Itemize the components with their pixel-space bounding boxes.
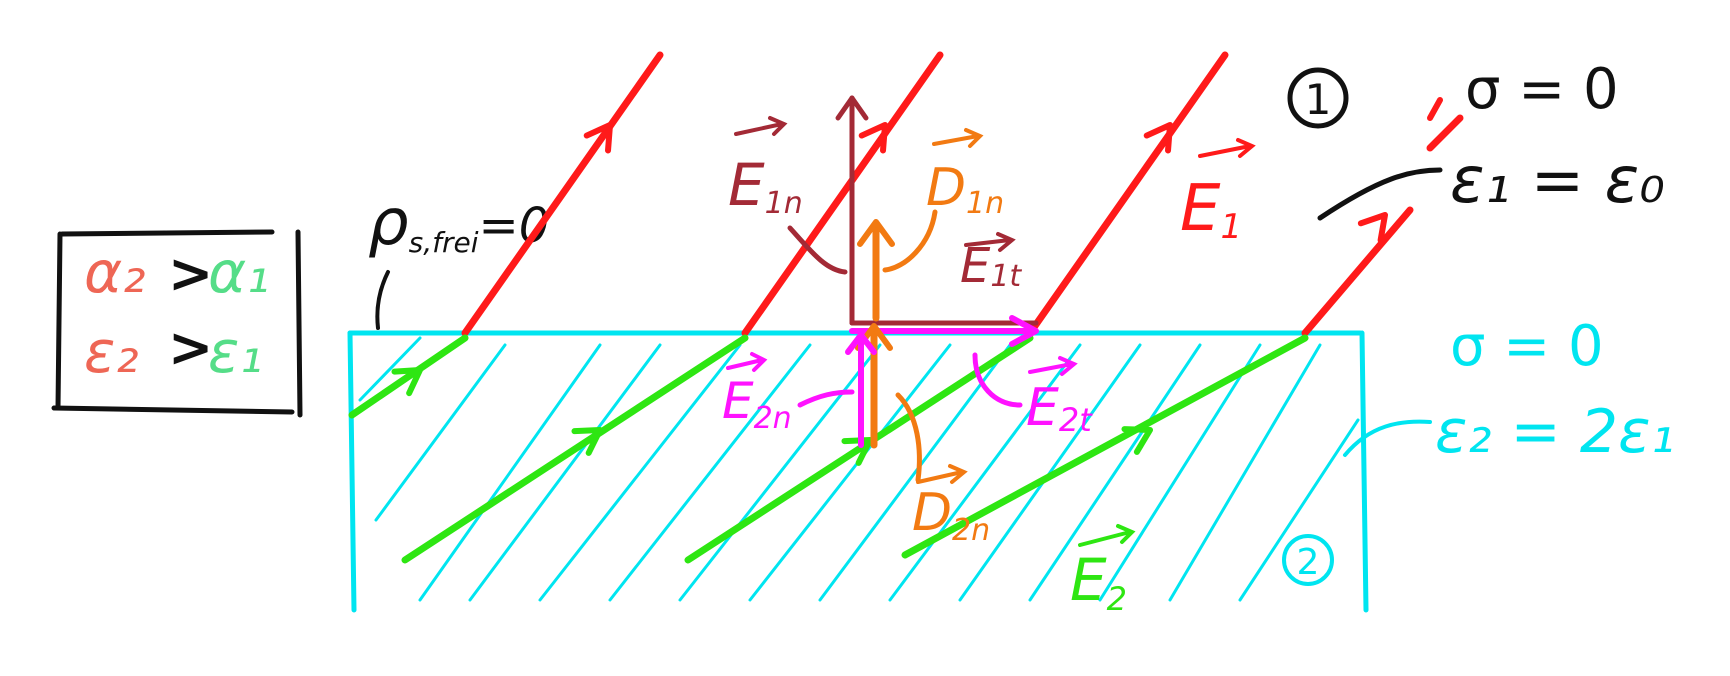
hatch-line xyxy=(538,343,742,602)
e1n-pointer xyxy=(787,225,848,275)
e1n-arrow-icon xyxy=(734,116,788,136)
e2t-arrow-icon xyxy=(1028,356,1078,376)
svg-text:D2n: D2n xyxy=(912,483,990,548)
d2n-pointer xyxy=(895,392,922,483)
eps-2-pointer xyxy=(1343,419,1432,457)
e1-field-line xyxy=(461,51,664,337)
hatch-line xyxy=(678,343,882,602)
e2-label: E2 xyxy=(1070,524,1136,618)
region-2-marker: 2 xyxy=(1282,534,1334,586)
medium-1-parameters: σ = 0 ε₁ = ε₀ xyxy=(1317,57,1665,221)
e2-field-line xyxy=(684,334,1034,564)
e2-arrowhead xyxy=(841,437,873,466)
legend-eps1: ε₁ xyxy=(208,318,263,386)
e1-label: E1 xyxy=(1180,138,1256,247)
hatch-line xyxy=(1028,343,1202,602)
legend-eps2: ε₂ xyxy=(84,318,139,386)
d1n-arrow-icon xyxy=(932,128,984,148)
e2-field-line xyxy=(901,334,1309,559)
legend-gt-2: > xyxy=(168,316,213,379)
rho-symbol: ρ xyxy=(368,186,409,260)
hatch-line xyxy=(358,336,422,402)
svg-text:D1n: D1n xyxy=(926,158,1004,221)
hatch-line xyxy=(818,343,1012,602)
hatch-line xyxy=(888,343,1082,602)
hatch-line xyxy=(468,343,662,602)
e1-field-line xyxy=(741,51,944,337)
hatch-line xyxy=(608,343,812,602)
field-lines xyxy=(348,51,1464,564)
e1-arrow-icon xyxy=(1198,138,1256,158)
eps-2-definition: ε₂ = 2ε₁ xyxy=(1435,397,1675,467)
d1n-label: D1n xyxy=(926,128,1004,221)
medium-2-left-edge xyxy=(347,330,357,613)
e2-arrowhead xyxy=(1121,426,1153,455)
e1n-label: E1n xyxy=(728,116,803,221)
e2-arrowhead xyxy=(391,367,423,397)
d2n-label: D2n xyxy=(912,464,990,548)
e1-arrowhead xyxy=(1357,212,1388,244)
region-1-label: 1 xyxy=(1305,75,1332,124)
e2t-label: E2t xyxy=(1026,356,1093,439)
e1t-arrow-icon xyxy=(964,232,1016,252)
medium-2-right-edge xyxy=(1359,330,1369,613)
e1t-label: E1t xyxy=(960,232,1022,294)
d1n-arrowhead xyxy=(857,219,895,247)
e2-arrowhead xyxy=(571,427,603,456)
e1-field-line-fragment xyxy=(1426,114,1464,152)
e1-arrowhead xyxy=(1143,122,1173,154)
rho-pointer xyxy=(375,270,390,330)
sigma-1-label: σ = 0 xyxy=(1465,57,1619,122)
legend-box: α₂ > α₁ ε₂ > ε₁ xyxy=(51,229,303,418)
svg-text:E1t: E1t xyxy=(960,238,1022,294)
hatch-line xyxy=(1098,343,1262,602)
e2t-arrowhead xyxy=(1009,315,1039,347)
eps-1-pointer xyxy=(1317,167,1443,221)
hatch-line xyxy=(374,343,507,522)
legend-alpha2: α₂ xyxy=(84,238,145,306)
legend-alpha1: α₁ xyxy=(208,238,269,306)
hatch-line xyxy=(748,343,952,602)
medium-2-parameters: σ = 0 ε₂ = 2ε₁ xyxy=(1343,314,1675,467)
e2-arrow-icon xyxy=(1078,524,1136,547)
hatch-line xyxy=(418,343,602,602)
component-vectors xyxy=(787,95,1039,483)
e2n-arrowhead xyxy=(845,332,877,355)
e2n-pointer xyxy=(797,389,855,408)
eps-1-definition: ε₁ = ε₀ xyxy=(1450,144,1665,218)
e1-arrowhead xyxy=(858,122,888,154)
sigma-1-pointer xyxy=(1427,97,1443,121)
svg-text:E2: E2 xyxy=(1070,546,1127,618)
d1n-pointer xyxy=(882,209,938,273)
e2-field-line xyxy=(348,334,469,419)
svg-text:E1: E1 xyxy=(1180,172,1242,247)
e2n-label: E2n xyxy=(722,352,792,436)
svg-text:E2n: E2n xyxy=(722,372,792,436)
rho-subscript: s,frei xyxy=(409,226,479,259)
e1-arrowhead xyxy=(583,122,613,154)
region-1-marker: 1 xyxy=(1287,67,1349,129)
e1-field-line xyxy=(1301,206,1414,337)
e1n-arrowhead xyxy=(835,95,869,121)
legend-gt-1: > xyxy=(168,242,213,305)
hatch-line xyxy=(1168,343,1322,602)
svg-text:E1n: E1n xyxy=(728,151,803,221)
e2t-pointer xyxy=(972,352,1023,408)
svg-text:E2t: E2t xyxy=(1026,378,1093,439)
e1-field-line xyxy=(1026,51,1229,337)
legend-frame xyxy=(51,229,303,418)
vector-labels: E1n D1n E1t E1 E2n E2t D2n E2 xyxy=(722,116,1256,618)
e2n-arrow-icon xyxy=(726,352,768,372)
d2n-arrow-icon xyxy=(916,464,968,484)
hatch-line xyxy=(1238,418,1360,602)
region-2-label: 2 xyxy=(1297,542,1320,583)
e2-field-line xyxy=(401,334,749,564)
sigma-2-label: σ = 0 xyxy=(1450,314,1604,379)
